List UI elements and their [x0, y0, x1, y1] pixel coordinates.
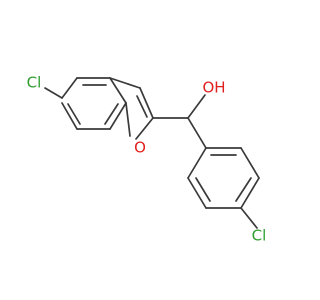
bond [240, 147, 260, 179]
molecule-structure: Cl O OH Cl [27, 74, 267, 245]
bond [187, 177, 207, 209]
bond [139, 87, 154, 119]
bond [109, 77, 127, 104]
bond-double-inner [235, 177, 252, 202]
bond [187, 147, 207, 179]
molecule-canvas: Cl O OH Cl [27, 74, 267, 245]
bond [240, 177, 260, 209]
benzo-ring [61, 77, 127, 130]
bond [135, 117, 154, 140]
bond [125, 102, 131, 137]
bond-double-inner [195, 177, 211, 202]
chlorophenyl-ring [187, 147, 260, 209]
atom-cl-right: Cl [252, 227, 267, 245]
bond [187, 117, 207, 149]
bond-double-inner [104, 103, 119, 125]
bond [61, 77, 78, 99]
atom-oh: OH [202, 79, 225, 97]
bond [109, 77, 141, 89]
bond [61, 102, 78, 130]
atom-cl-left: Cl [27, 74, 42, 92]
furan-ring [109, 77, 154, 140]
bond-double-inner [67, 103, 81, 125]
bond-to-cl [44, 87, 63, 99]
bond-to-oh [187, 94, 206, 119]
bond-to-cl [240, 207, 258, 229]
bond [109, 102, 127, 130]
atom-o-ring: O [134, 139, 146, 157]
bond-double-inner [136, 95, 148, 118]
